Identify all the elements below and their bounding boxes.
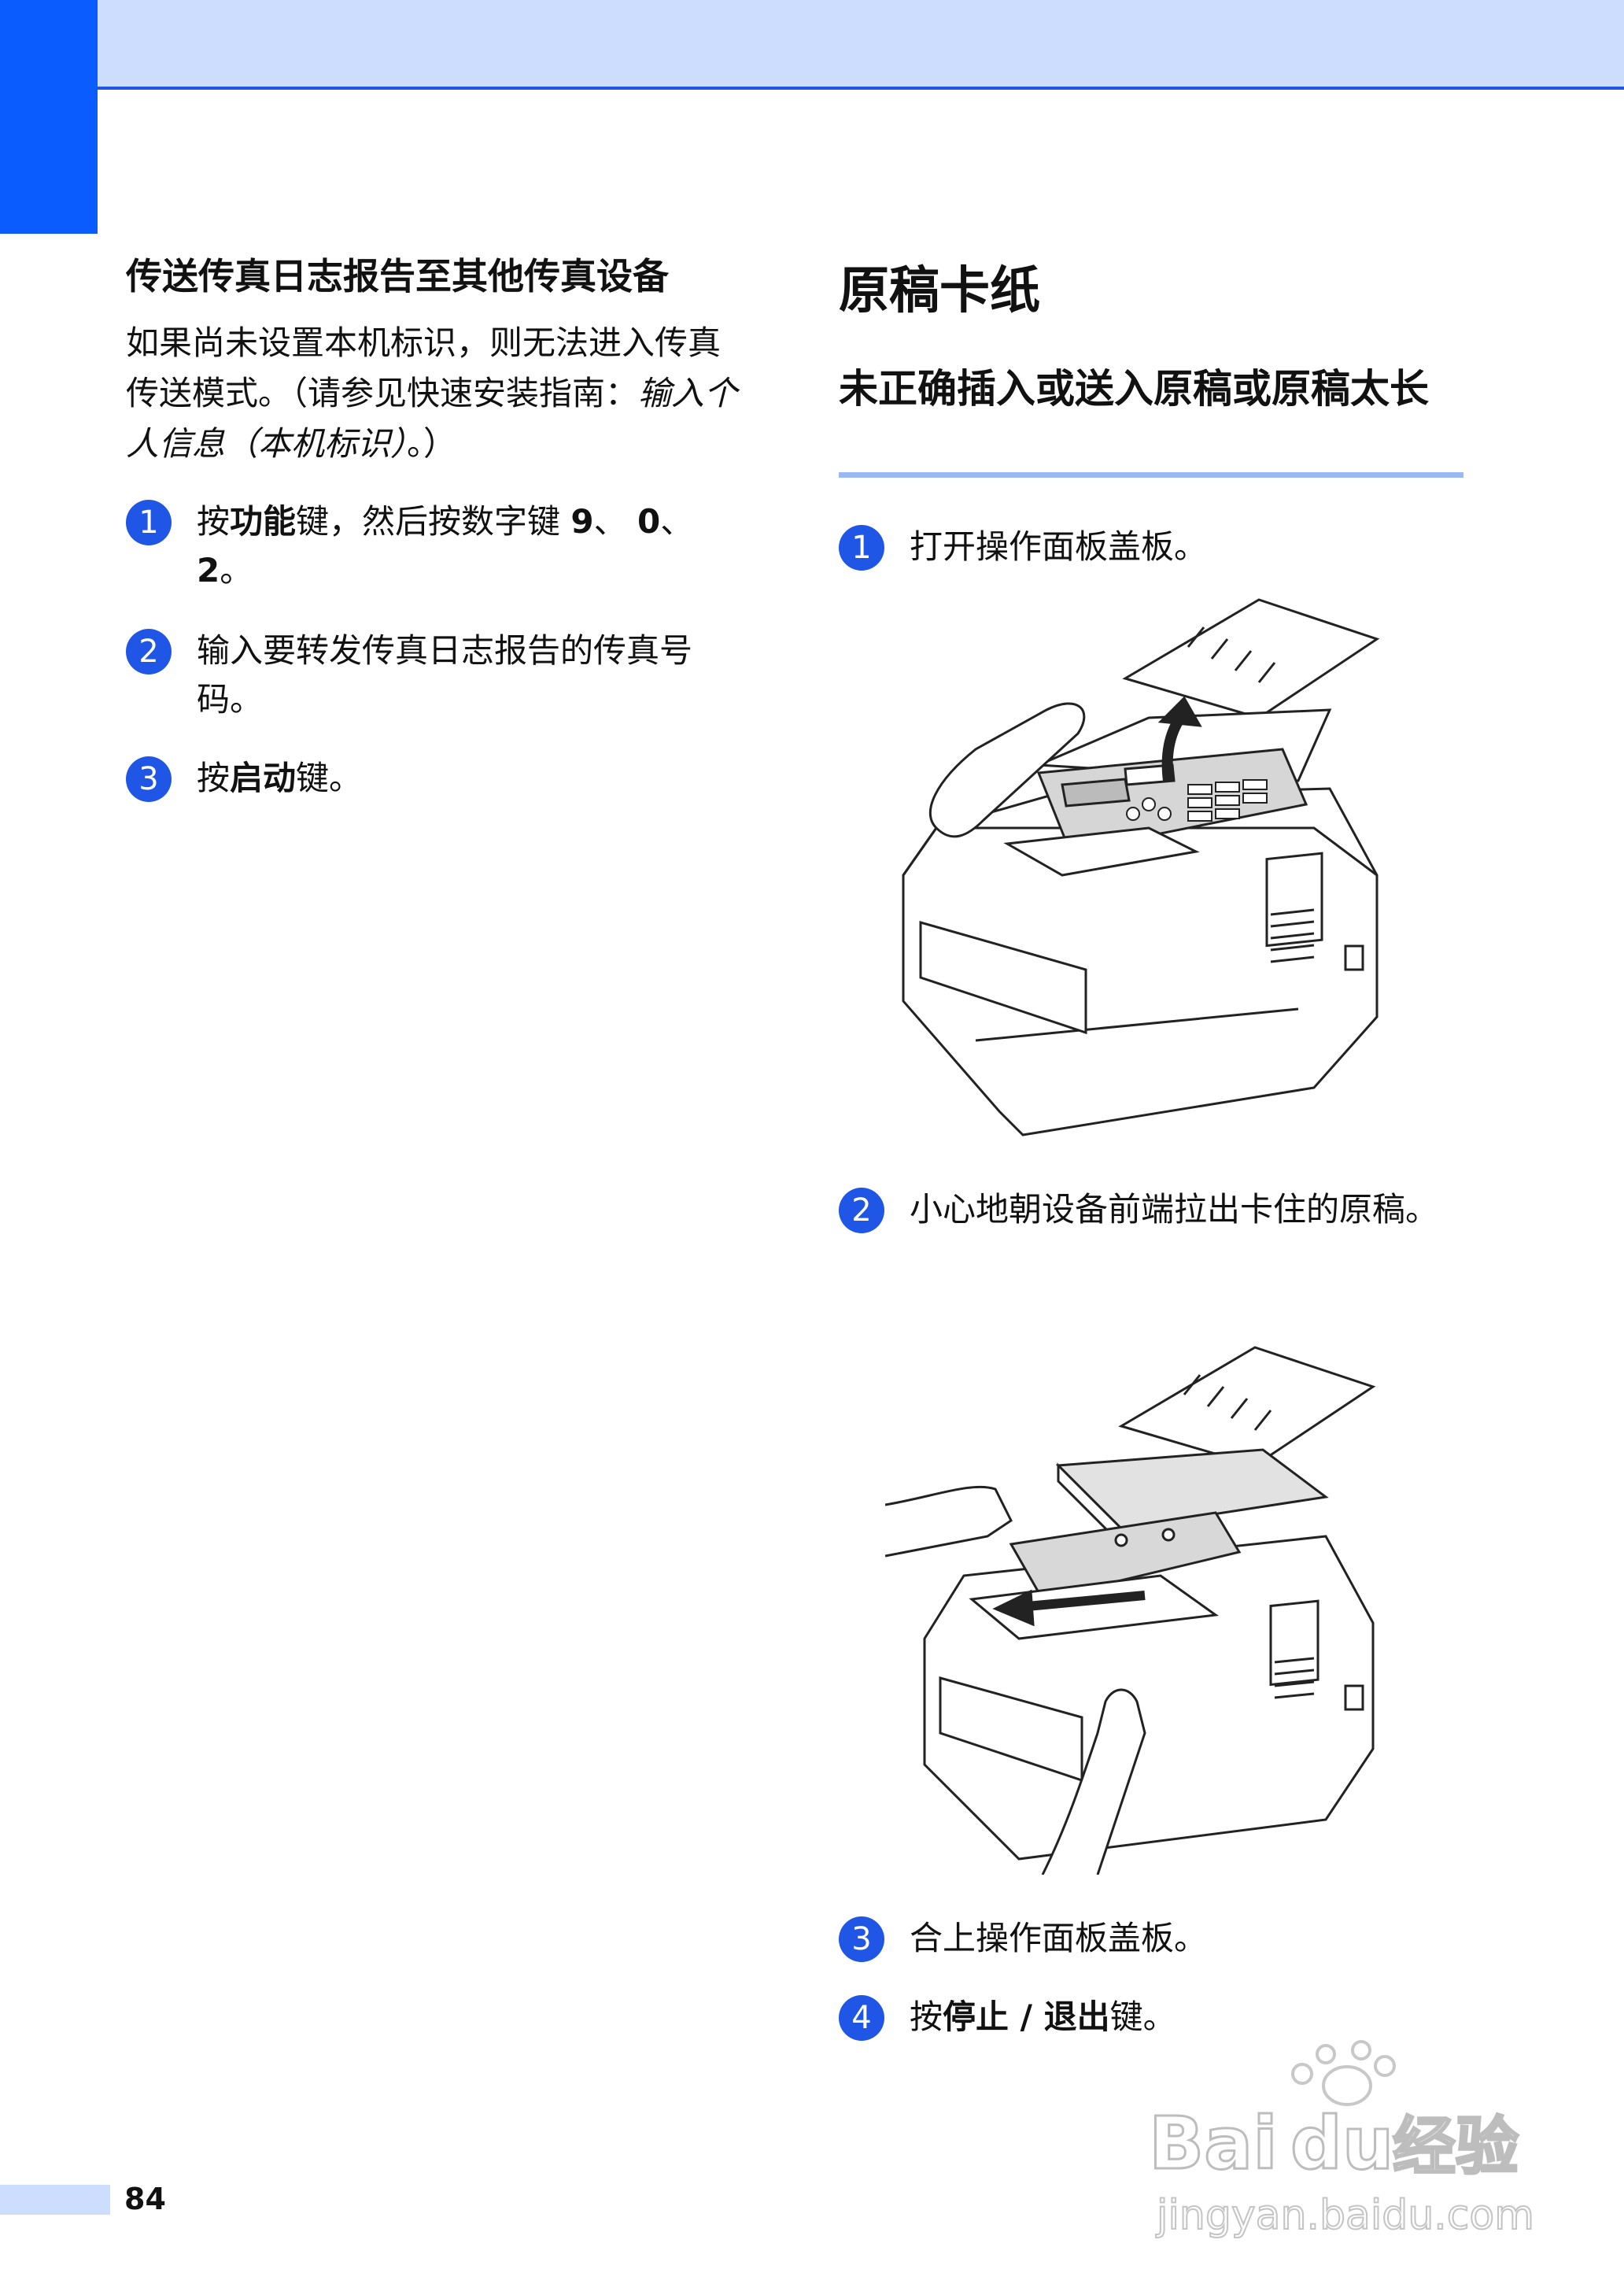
step-number-badge: 3 [839, 1916, 884, 1962]
watermark-url: jingyan.baidu.com [1156, 2192, 1534, 2239]
right-step-4: 4 按停止 / 退出键。 [839, 1993, 1176, 2042]
step-text: 按功能键，然后按数字键 9、 0、2。 [197, 502, 694, 589]
step-number-badge: 1 [126, 500, 172, 545]
header-rule [98, 87, 1624, 90]
step-text: 按启动键。 [197, 759, 363, 797]
page-number-tab [0, 2185, 110, 2215]
step-number-badge: 3 [126, 756, 172, 802]
printer-open-cover-illustration [902, 598, 1380, 1136]
paragraph-reference: 输入个人信息（本机标识） [126, 374, 738, 463]
key-name: 功能 [230, 502, 297, 541]
header-band [0, 0, 1624, 88]
paragraph-end: 。） [407, 424, 457, 463]
step-text: 合上操作面板盖板。 [910, 1919, 1208, 1957]
left-step-2: 2 输入要转发传真日志报告的传真号码。 [126, 626, 747, 724]
subtitle-underline [839, 472, 1463, 478]
watermark-brand-du: du [1290, 2101, 1393, 2186]
step-number-badge: 4 [839, 1995, 884, 2041]
right-step-1: 1 打开操作面板盖板。 [839, 523, 1207, 571]
step-text: 输入要转发传真日志报告的传真号码。 [197, 631, 693, 719]
left-step-1: 1 按功能键，然后按数字键 9、 0、2。 [126, 497, 747, 595]
right-step-2: 2 小心地朝设备前端拉出卡住的原稿。 [839, 1185, 1468, 1234]
section-heading-fax-journal: 传送传真日志报告至其他传真设备 [126, 255, 669, 298]
watermark-cn: 经验 [1393, 2110, 1519, 2183]
right-step-3: 3 合上操作面板盖板。 [839, 1914, 1207, 1963]
step-text: 按停止 / 退出键。 [910, 1998, 1176, 2036]
page-title: 原稿卡纸 [839, 262, 1040, 320]
step-text: 小心地朝设备前端拉出卡住的原稿。 [910, 1190, 1439, 1229]
left-step-3: 3 按启动键。 [126, 754, 747, 803]
paragraph-text: 如果尚未设置本机标识，则无法进入传真传送模式。（请参见快速安装指南： [126, 323, 722, 412]
baidu-jingyan-watermark: Bai du 经验 jingyan.baidu.com [1148, 2040, 1534, 2240]
page-number: 84 [124, 2182, 166, 2216]
intro-paragraph: 如果尚未设置本机标识，则无法进入传真传送模式。（请参见快速安装指南：输入个人信息… [126, 318, 740, 469]
printer-remove-jam-illustration [885, 1346, 1376, 1875]
step-number-badge: 1 [839, 525, 884, 571]
watermark-brand: Bai [1149, 2101, 1278, 2186]
step-text: 打开操作面板盖板。 [910, 527, 1208, 566]
step-number-badge: 2 [126, 629, 172, 674]
key-name: 启动 [230, 759, 297, 797]
section-subtitle: 未正确插入或送入原稿或原稿太长 [839, 366, 1429, 412]
chapter-tab [0, 0, 98, 234]
step-number-badge: 2 [839, 1188, 884, 1233]
key-name: 停止 / 退出 [943, 1998, 1110, 2036]
